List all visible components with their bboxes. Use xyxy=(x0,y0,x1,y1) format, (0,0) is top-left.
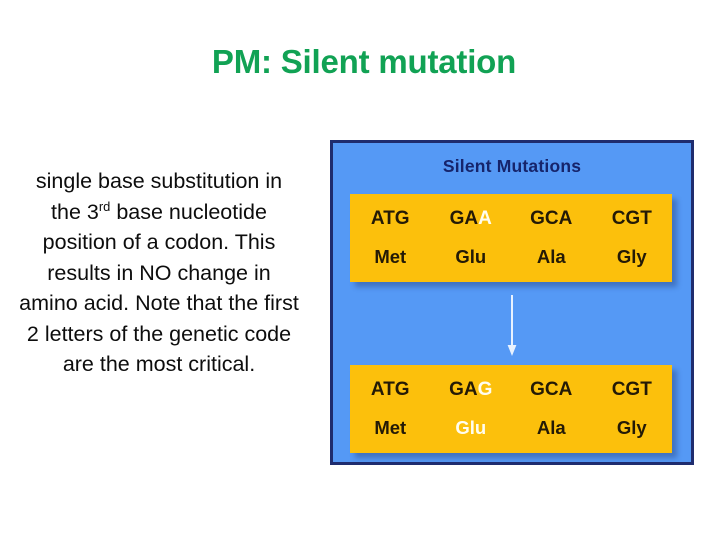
amino-acid-cell: Ala xyxy=(536,246,566,267)
silent-mutation-figure: Silent Mutations ATG GAA GCA CGT Met Glu… xyxy=(330,140,694,465)
body-text-segment-2: base nucleotide position of a codon. Thi… xyxy=(19,199,299,377)
codon-base-text: GCA xyxy=(530,208,573,229)
amino-acid-cell: Met xyxy=(374,417,407,438)
codon-highlight-base: G xyxy=(477,379,493,400)
body-text-segment-1: single base substitution in the 3 xyxy=(35,169,283,224)
codon-base-text: GA xyxy=(449,208,479,229)
nucleotide-row-mutated: ATG GAG GCA CGT xyxy=(350,376,672,403)
amino-acid-row-original: Met Glu Ala Gly xyxy=(350,243,672,270)
codon-cell: GCA xyxy=(511,205,592,232)
codon-cell: CGT xyxy=(592,205,673,232)
codon-base-text: ATG xyxy=(370,379,410,400)
codon-base-text: CGT xyxy=(611,208,652,229)
page-title: PM: Silent mutation xyxy=(211,43,517,80)
codon-base-text: ATG xyxy=(370,208,410,229)
codon-base-text: GA xyxy=(449,379,478,400)
amino-acid-cell: Glu xyxy=(455,246,487,267)
codon-cell: ATG xyxy=(350,376,431,403)
nucleotide-row-original: ATG GAA GCA CGT xyxy=(350,205,672,232)
ordinal-superscript: rd xyxy=(98,198,111,214)
codon-cell: ATG xyxy=(350,205,431,232)
down-arrow-icon xyxy=(507,295,517,356)
amino-acid-cell: Gly xyxy=(616,417,647,438)
codon-box-mutated: ATG GAG GCA CGT Met Glu Ala Gly xyxy=(350,365,672,453)
codon-cell: CGT xyxy=(592,376,673,403)
codon-cell: GAA xyxy=(431,205,512,232)
codon-base-text: GCA xyxy=(530,379,573,400)
codon-cell: GAG xyxy=(431,376,512,403)
body-paragraph: single base substitution in the 3rd base… xyxy=(18,166,300,380)
codon-box-original: ATG GAA GCA CGT Met Glu Ala Gly xyxy=(350,194,672,282)
amino-acid-row-mutated: Met Glu Ala Gly xyxy=(350,414,672,441)
amino-acid-cell: Ala xyxy=(536,417,566,438)
codon-highlight-base: A xyxy=(478,208,492,229)
codon-cell: GCA xyxy=(511,376,592,403)
codon-base-text: CGT xyxy=(611,379,652,400)
amino-acid-cell: Met xyxy=(374,246,407,267)
figure-caption: Silent Mutations xyxy=(442,156,582,176)
amino-acid-cell-highlighted: Glu xyxy=(455,417,487,438)
amino-acid-cell: Gly xyxy=(616,246,647,267)
